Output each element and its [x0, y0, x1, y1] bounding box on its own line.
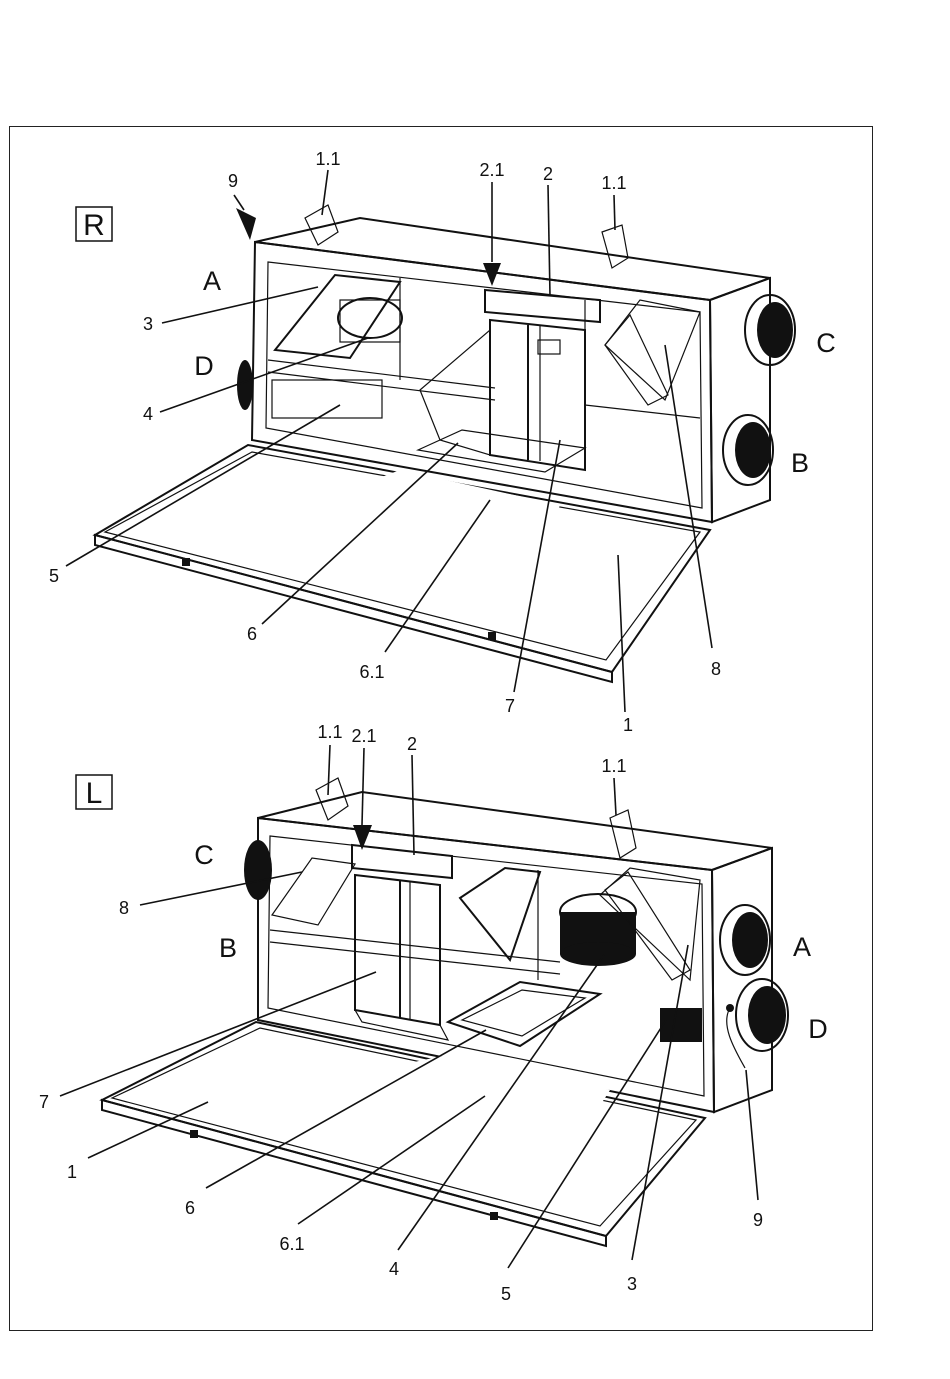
callout-8-l: 8 — [119, 898, 129, 918]
callout-1-1-right-l: 1.1 — [601, 756, 626, 776]
callout-5-r: 5 — [49, 566, 59, 586]
cabinet-r — [252, 218, 770, 522]
port-d-l: D — [808, 1014, 828, 1044]
callout-9-l: 9 — [753, 1210, 763, 1230]
port-d-r: D — [194, 351, 214, 381]
callout-1-l: 1 — [67, 1162, 77, 1182]
port-c-l: C — [194, 840, 214, 870]
callout-9-r: 9 — [228, 171, 238, 191]
callout-8-r: 8 — [711, 659, 721, 679]
callout-2-r: 2 — [543, 164, 553, 184]
callout-6-1-r: 6.1 — [359, 662, 384, 682]
callout-2-1-l: 2.1 — [351, 726, 376, 746]
callout-5-l: 5 — [501, 1284, 511, 1304]
callout-1-1-left-l: 1.1 — [317, 722, 342, 742]
callout-7-l: 7 — [39, 1092, 49, 1112]
arrow-2-1-r — [483, 263, 501, 286]
callout-1-r: 1 — [623, 715, 633, 735]
port-b-l: B — [219, 933, 237, 963]
callout-6-r: 6 — [247, 624, 257, 644]
diagram-r: R A D C B 9 1.1 2.1 2 1.1 3 4 5 6 6.1 7 … — [49, 149, 836, 735]
port-a-l: A — [793, 932, 811, 962]
callout-6-l: 6 — [185, 1198, 195, 1218]
callout-4-r: 4 — [143, 404, 153, 424]
callout-7-r: 7 — [505, 696, 515, 716]
callout-2-l: 2 — [407, 734, 417, 754]
callout-2-1-r: 2.1 — [479, 160, 504, 180]
callout-3-l: 3 — [627, 1274, 637, 1294]
leader-lines-l — [60, 745, 758, 1268]
callout-6-1-l: 6.1 — [279, 1234, 304, 1254]
callout-1-1-right-r: 1.1 — [601, 173, 626, 193]
port-a-r: A — [203, 266, 221, 296]
callout-4-l: 4 — [389, 1259, 399, 1279]
latches-r — [305, 205, 628, 268]
badge-r: R — [83, 209, 105, 242]
leader-lines-r — [66, 170, 712, 712]
callout-3-r: 3 — [143, 314, 153, 334]
port-c-r: C — [816, 328, 836, 358]
diagram-l: L C B A D 1.1 2.1 2 1.1 8 7 1 6 6.1 4 5 … — [39, 722, 828, 1304]
badge-l: L — [86, 777, 103, 810]
callout-1-1-left-r: 1.1 — [315, 149, 340, 169]
port-b-r: B — [791, 448, 809, 478]
arrow-9-r — [236, 208, 256, 240]
